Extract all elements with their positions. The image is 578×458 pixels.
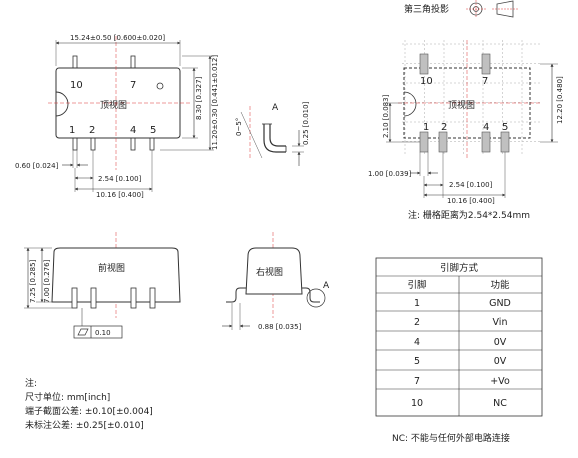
flatness-icon [77,328,89,336]
pad-7 [481,53,491,75]
pin-table-cell-pin: 2 [414,317,420,328]
top-pin-label-5: 5 [150,125,156,136]
projection-cone-icon [492,0,518,18]
dim-overall-height: 11.20±0.30 [0.441±0.012] [211,55,219,150]
notes-line-1: 尺寸单位: mm[inch] [25,391,110,403]
pin-table-cell-func: NC [493,398,507,409]
front-pin-1 [71,287,78,309]
pin-table-cell-pin: 4 [414,337,420,348]
front-pin-2 [90,287,97,309]
pin-2-lead [90,137,96,151]
notes-line-2: 端子截面公差: ±0.10[±0.004] [25,405,153,417]
projection-label: 第三角投影 [404,3,449,15]
detail-a-label: A [272,103,279,113]
pcb-view-label: 顶视图 [448,99,475,111]
pcb-pin-label-4: 4 [483,122,489,133]
pin-table-cell-pin: 7 [414,376,420,387]
dim-body-height: 8.30 [0.327] [195,76,203,120]
flatness-callout: 0.10 [73,308,123,339]
notes-block: 注: 尺寸单位: mm[inch] 端子截面公差: ±0.10[±0.004] … [25,377,153,431]
front-pin-5 [149,287,156,309]
pcb-grid-note: 注: 栅格距离为2.54*2.54mm [408,209,530,221]
pin-table-header-func: 功能 [490,279,510,291]
pin-table-cell-pin: 5 [414,356,420,367]
dim-span: 10.16 [0.400] [96,191,144,199]
pcb-pin-label-5: 5 [502,122,508,133]
pcb-pin-label-1: 1 [423,122,429,133]
pad-4 [481,131,491,153]
pin-7-lead [130,55,136,69]
pin-table-cell-func: Vin [493,317,508,328]
pin-table-cell-pin: 1 [414,298,420,309]
dim-pitch: 2.54 [0.100] [98,175,142,183]
pin-5-lead [149,137,155,151]
pcb-dim-pitch: 2.54 [0.100] [449,181,493,189]
top-pin-label-2: 2 [89,125,95,136]
detail-a-circle [306,288,326,308]
pcb-dim-pad-width: 1.00 [0.039] [368,170,412,178]
pin-table-cell-pin: 10 [411,398,423,409]
top-pin-label-10: 10 [70,80,83,91]
pcb-pin-label-7: 7 [482,76,488,87]
pin-table-header-pin: 引脚 [407,280,426,291]
front-view: 前视图 7.25 [0.285] 7.00 [0.276] 0.10 [24,232,181,339]
pin-4-lead [130,137,136,151]
pin-table-title: 引脚方式 [440,262,479,274]
pcb-footprint-view: 顶视图 10 7 1 2 4 5 2.10 [0.083] 12.20 [0.4… [368,36,564,221]
right-view-label: 右视图 [256,266,283,278]
pad-10 [419,53,429,75]
projection-circles-icon [466,0,486,18]
right-dim-foot: 0.88 [0.035] [258,323,302,331]
pin-table-cell-func: GND [489,298,511,309]
pin-table-cell-func: +Vo [490,376,510,387]
front-dim-body-height: 7.00 [0.276] [43,259,51,303]
right-view-marker: A [323,281,330,291]
front-view-body [51,247,181,303]
top-pin-label-4: 4 [130,125,136,136]
pin1-notch [55,91,69,117]
dim-pin-width: 0.60 [0.024] [15,162,59,170]
pcb-dim-span: 10.16 [0.400] [447,197,495,205]
pad-5 [500,131,510,153]
pin-table-cell-func: 0V [494,337,507,348]
top-pin-label-7: 7 [130,80,136,91]
top-view-label: 顶视图 [100,99,127,111]
pin-table-cell-func: 0V [494,356,507,367]
pcb-dim-row-span: 12.20 [0.480] [556,76,564,124]
notes-title: 注: [25,377,37,389]
pin-table: 引脚方式 引脚 功能 1 GND 2 Vin 4 0V 5 0V 7 +Vo 1… [375,257,543,444]
pin-10-lead [72,55,78,69]
front-dim-flatness: 0.10 [95,329,111,337]
pcb-dim-row-offset: 2.10 [0.083] [382,94,390,138]
pcb-pin-label-10: 10 [420,76,433,87]
detail-a-thickness: 0.25 [0.010] [302,101,310,145]
top-view: 顶视图 10 7 1 2 4 5 15.24±0.50 [0.600±0.020… [15,34,219,199]
front-dim-height: 7.25 [0.285] [29,259,37,303]
pad-2 [438,131,448,153]
pin1-dot-marker [156,82,164,90]
front-view-label: 前视图 [98,262,125,274]
projection-symbol: 第三角投影 [404,0,518,18]
dim-width: 15.24±0.50 [0.600±0.020] [70,34,165,42]
front-pin-4 [130,287,137,309]
detail-a-view: A 0~5° 0.25 [0.010] [235,101,310,166]
pin-table-footnote: NC: 不能与任何外部电路连接 [392,432,510,444]
detail-a-angle: 0~5° [235,118,243,136]
notes-line-3: 未标注公差: ±0.25[±0.010] [25,419,144,431]
pcb-pin-label-2: 2 [441,122,447,133]
right-view-body [245,247,303,295]
pad-1 [419,131,429,153]
right-view: 右视图 A 0.88 [0.035] [222,232,330,331]
pin-1-lead [72,137,78,151]
top-pin-label-1: 1 [69,125,75,136]
